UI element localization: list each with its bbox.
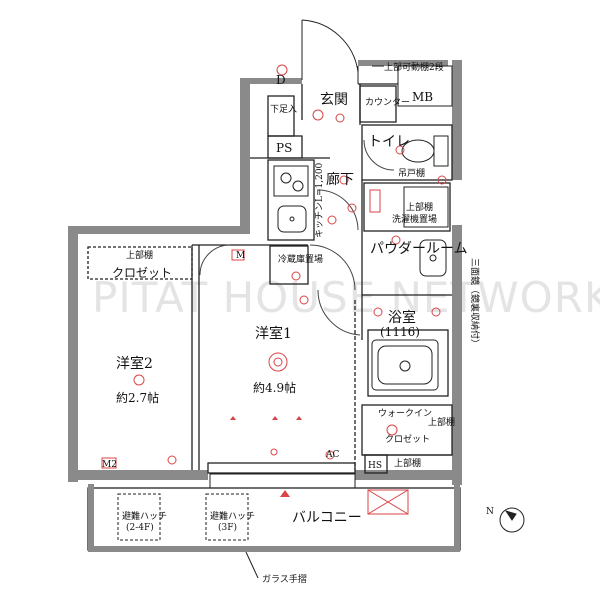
label-genkan: 玄関 — [320, 91, 348, 108]
label-balcony: バルコニー — [292, 510, 362, 526]
label-walkin-closet: クロゼット — [385, 433, 430, 445]
hatch-1-floors: (2-4F) — [126, 522, 154, 533]
label-walkin-shelf: 上部棚 — [428, 416, 455, 428]
ac-outdoor-unit — [367, 489, 409, 515]
label-washer: 洗濯機置場 — [392, 213, 437, 225]
interior-walls — [87, 83, 453, 474]
compass-label: N — [486, 507, 494, 517]
label-western2-size: 約2.7帖 — [116, 390, 159, 405]
label-toilet-shelf: 吊戸棚 — [398, 167, 425, 179]
label-mirror-note: 三面鏡（鏡裏収納付） — [469, 258, 481, 348]
label-closet-top: 上部棚 — [126, 249, 153, 261]
label-ac-mark: AC — [325, 450, 339, 460]
label-western1: 洋室1 — [255, 325, 292, 342]
mb-box — [397, 65, 453, 107]
label-m-mark: M — [236, 251, 245, 261]
hatch-1-label: 避難ハッチ — [122, 510, 167, 522]
outer-walls — [68, 60, 462, 485]
label-walkin: ウォークイン — [378, 408, 432, 419]
watermark: PITAT HOUSE NETWORK — [92, 273, 600, 322]
label-glass-rail: ガラス手摺 — [262, 573, 307, 585]
bathtub-icon — [371, 339, 439, 391]
label-counter: カウンター — [365, 97, 410, 108]
balcony — [87, 473, 461, 552]
label-western1-size: 約4.9帖 — [253, 380, 296, 395]
label-toilet: トイレ — [368, 134, 410, 150]
hatch-2-label: 避難ハッチ — [210, 510, 255, 522]
label-bath-size: (1116) — [380, 325, 420, 339]
label-bath: 浴室 — [388, 309, 416, 326]
label-fridge: 冷蔵庫置場 — [278, 253, 323, 265]
washer-pan-icon — [403, 186, 449, 228]
label-hs: HS — [368, 461, 382, 471]
kitchen-sink-icon — [277, 205, 307, 233]
compass-icon — [499, 507, 525, 533]
label-powder: パウダールーム — [370, 241, 468, 257]
washbasin-icon — [419, 239, 447, 277]
label-d-mark: D — [276, 73, 286, 87]
label-walkin-shelf2: 上部棚 — [394, 457, 421, 469]
label-kitchen: キッチンL=1,200 — [314, 162, 325, 238]
interior-doors — [199, 139, 395, 336]
hatch-2-floors: (3F) — [218, 522, 237, 533]
toilet-fixture — [401, 135, 449, 167]
label-corridor: 廊下 — [326, 171, 354, 188]
label-m2-mark: M2 — [102, 460, 117, 470]
hatch-2 — [205, 493, 249, 541]
label-closet: クロゼット — [112, 266, 172, 280]
mb-label: MB — [412, 90, 433, 104]
equipment-markers — [101, 64, 447, 497]
label-western2: 洋室2 — [116, 355, 153, 372]
hatch-1 — [117, 493, 161, 541]
glass-rail-leader — [245, 551, 259, 579]
stove-icon — [273, 165, 309, 197]
label-shoe-storage: 下足入 — [270, 104, 297, 115]
label-washer-shelf: 上部棚 — [406, 201, 433, 213]
entry-door — [301, 19, 359, 84]
label-ps: PS — [276, 141, 292, 155]
label-counter-note: 上部可動棚2段 — [384, 61, 444, 73]
